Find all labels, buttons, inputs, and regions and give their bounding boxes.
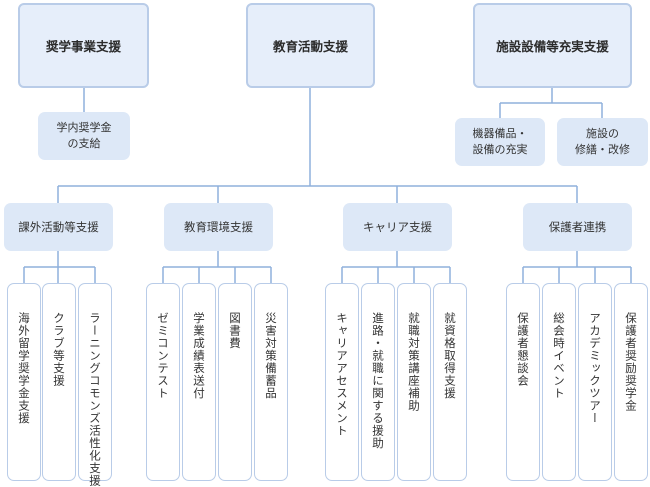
leaf-item: 進路・就職に関する援助: [361, 283, 395, 481]
leaf-item: 総会時イベント: [542, 283, 576, 481]
category-education-environment: 教育環境支援: [164, 203, 273, 251]
scholarship-support-box: 奨学事業支援: [18, 3, 149, 88]
leaf-label: アカデミックツアー: [588, 312, 602, 425]
leaf-item: ゼミコンテスト: [146, 283, 180, 481]
leaf-item: 図書費: [218, 283, 252, 481]
leaf-item: ラーニングコモンズ活性化支援: [78, 283, 112, 487]
leaf-item: 海外留学奨学金支援: [7, 283, 41, 481]
leaf-label: キャリアアセスメント: [335, 312, 349, 437]
leaf-label: 災害対策備蓄品: [264, 312, 278, 400]
facility-sub-equipment: 機器備品・ 設備の充実: [455, 118, 545, 166]
facility-sub-repair: 施設の 修繕・改修: [557, 118, 648, 166]
leaf-label: クラブ等支援: [52, 312, 66, 387]
leaf-item: 就職対策講座補助: [397, 283, 431, 481]
leaf-label: 保護者奨励奨学金: [624, 312, 638, 412]
leaf-label: 学業成績表送付: [192, 312, 206, 400]
leaf-label: 進路・就職に関する援助: [371, 312, 385, 450]
facility-support-box: 施設設備等充実支援: [473, 3, 632, 88]
leaf-label: 図書費: [228, 312, 242, 350]
leaf-item: キャリアアセスメント: [325, 283, 359, 481]
leaf-label: ラーニングコモンズ活性化支援: [88, 312, 102, 487]
category-extracurricular: 課外活動等支援: [4, 203, 113, 251]
category-career: キャリア支援: [343, 203, 452, 251]
leaf-label: 就資格取得支援: [443, 312, 457, 400]
education-support-box: 教育活動支援: [246, 3, 375, 88]
leaf-item: 保護者奨励奨学金: [614, 283, 648, 481]
leaf-item: 学業成績表送付: [182, 283, 216, 481]
leaf-label: 海外留学奨学金支援: [17, 312, 31, 425]
leaf-item: クラブ等支援: [42, 283, 76, 481]
leaf-item: アカデミックツアー: [578, 283, 612, 481]
leaf-label: 総会時イベント: [552, 312, 566, 400]
scholarship-sub-box: 学内奨学金 の支給: [38, 112, 130, 160]
leaf-item: 災害対策備蓄品: [254, 283, 288, 481]
leaf-label: 保護者懇談会: [516, 312, 530, 387]
leaf-label: 就職対策講座補助: [407, 312, 421, 412]
leaf-label: ゼミコンテスト: [156, 312, 170, 400]
leaf-item: 保護者懇談会: [506, 283, 540, 481]
category-parent-relations: 保護者連携: [523, 203, 632, 251]
leaf-item: 就資格取得支援: [433, 283, 467, 481]
